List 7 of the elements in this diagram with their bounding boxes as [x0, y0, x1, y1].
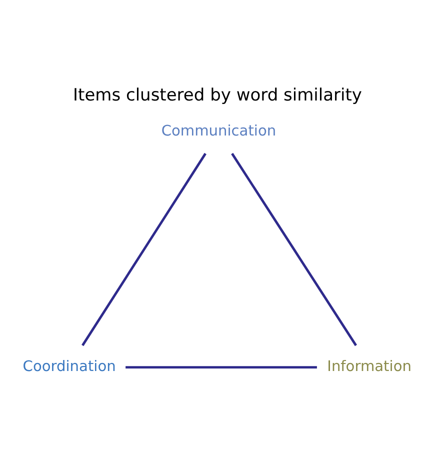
connector [231, 152, 357, 346]
node-text: Information [327, 358, 412, 376]
diagram-title: Items clustered by word similarity [73, 85, 362, 106]
node-text: Communication [161, 122, 276, 140]
connector [126, 366, 317, 368]
node-text: Coordination [22, 358, 116, 376]
connector [82, 152, 206, 346]
